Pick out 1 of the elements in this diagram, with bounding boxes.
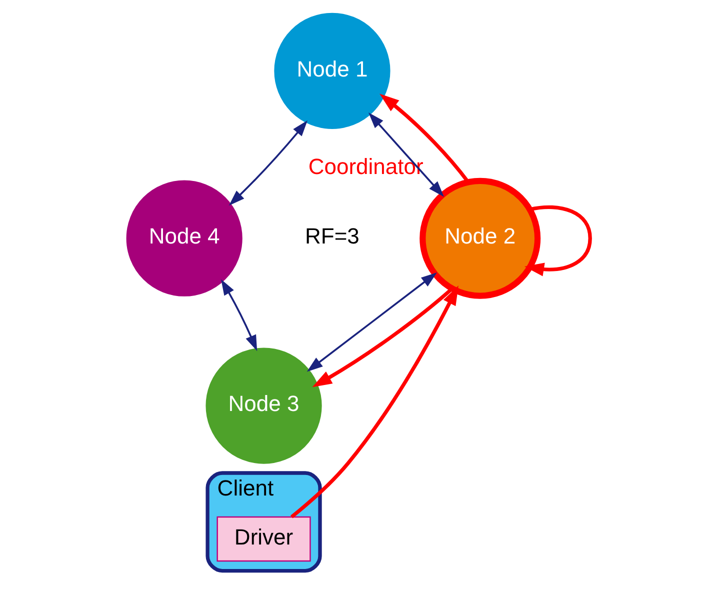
label: RF=3 [304, 224, 359, 249]
